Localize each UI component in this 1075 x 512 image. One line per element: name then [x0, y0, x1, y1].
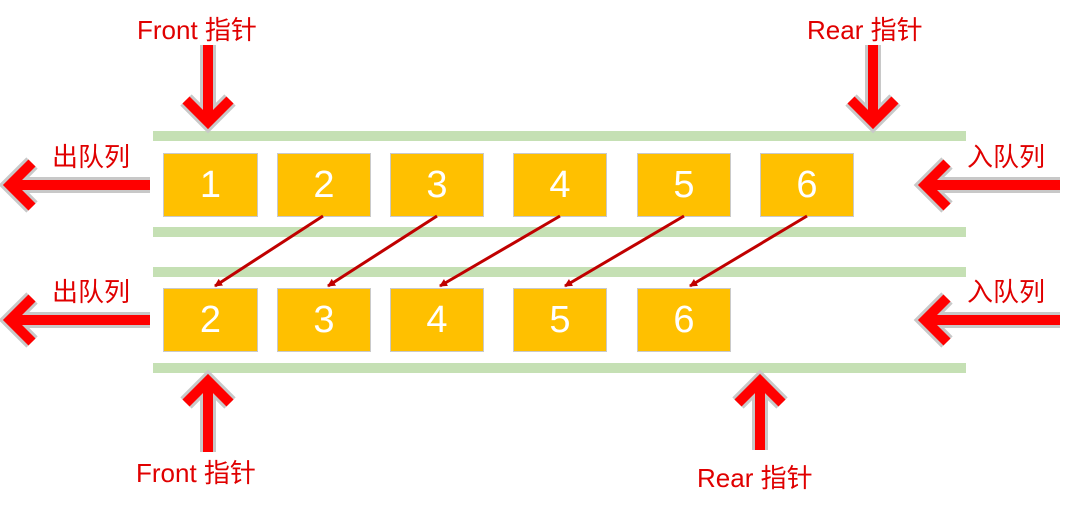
dequeue-arrow-1	[0, 157, 150, 213]
enqueue-label-1: 入队列	[967, 142, 1046, 172]
enqueue-label-2: 入队列	[967, 277, 1046, 307]
arrow-stroke	[734, 373, 786, 450]
queue-element: 3	[390, 153, 484, 217]
arrow-stroke	[917, 294, 1060, 346]
queue-element: 4	[390, 288, 484, 352]
shift-arrow	[564, 214, 685, 288]
queue-element: 1	[163, 153, 258, 217]
arrow-stroke	[917, 159, 1060, 211]
front-pointer-label-bottom: Front 指针	[136, 458, 256, 488]
queue-element: 2	[277, 153, 371, 217]
rear-pointer-label-top: Rear 指针	[807, 15, 923, 45]
queue-element: 5	[513, 288, 607, 352]
queue-element: 4	[513, 153, 607, 217]
shift-arrow	[689, 214, 808, 288]
queue-element: 5	[637, 153, 731, 217]
arrow-stroke	[2, 294, 150, 346]
rear-pointer-arrow-top	[845, 45, 901, 134]
enqueue-arrow-2	[913, 292, 1060, 348]
arrow-stroke	[847, 45, 899, 130]
shift-arrow	[214, 214, 324, 288]
rear-pointer-arrow-bottom	[732, 369, 788, 450]
queue-element: 6	[760, 153, 854, 217]
shift-arrow	[439, 214, 561, 288]
queue2-bottom-rail	[153, 363, 966, 373]
queue-element: 2	[163, 288, 258, 352]
front-pointer-label-top: Front 指针	[137, 15, 257, 45]
rear-pointer-label-bottom: Rear 指针	[697, 463, 813, 493]
shift-arrow	[327, 214, 438, 288]
arrow-stroke	[2, 159, 150, 211]
queue1-top-rail	[153, 131, 966, 141]
queue2-top-rail	[153, 267, 966, 277]
enqueue-arrow-1	[913, 157, 1060, 213]
front-pointer-arrow-top	[180, 45, 236, 134]
queue1-bottom-rail	[153, 227, 966, 237]
queue-element: 3	[277, 288, 371, 352]
queue-element: 6	[637, 288, 731, 352]
front-pointer-arrow-bottom	[180, 369, 236, 452]
dequeue-label-2: 出队列	[52, 277, 131, 307]
dequeue-arrow-2	[0, 292, 150, 348]
arrow-stroke	[182, 45, 234, 130]
dequeue-label-1: 出队列	[52, 142, 131, 172]
arrow-stroke	[182, 373, 234, 452]
